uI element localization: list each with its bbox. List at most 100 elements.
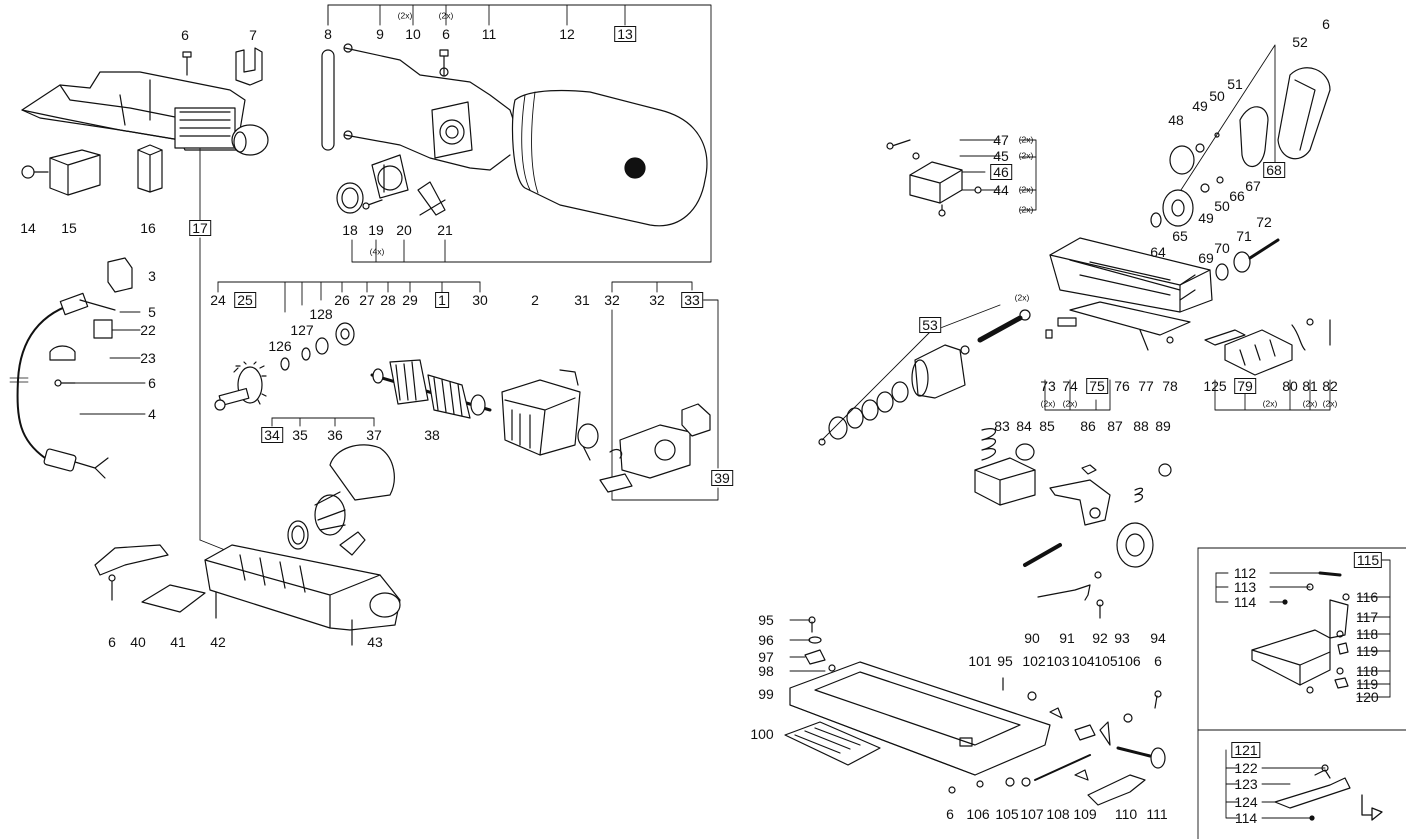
qty-screw: (2x): [1018, 204, 1034, 215]
screw-19: [362, 199, 383, 210]
label-6e: 6: [1322, 16, 1330, 32]
plate-15: [49, 149, 101, 196]
rod-8: [321, 49, 335, 151]
label-103: 103: [1046, 653, 1070, 669]
label-96: 96: [758, 632, 774, 648]
label-10: 10: [405, 26, 421, 42]
clamp-23: [49, 345, 76, 361]
label-6d: 6: [108, 634, 116, 650]
label-50b: 50: [1214, 198, 1230, 214]
qty-73: (2x): [1040, 398, 1056, 409]
flange-20: [371, 154, 409, 199]
label-65: 65: [1172, 228, 1188, 244]
rod-108: [1034, 754, 1091, 781]
label-38: 38: [424, 427, 440, 443]
label-80: 80: [1282, 378, 1298, 394]
label-122: 122: [1234, 760, 1258, 776]
label-32b: 32: [649, 292, 665, 308]
pin-47: [886, 139, 911, 150]
label-26: 26: [334, 292, 350, 308]
screw-bottom-46: [938, 204, 946, 217]
skid-100: [784, 721, 881, 766]
label-16: 16: [140, 220, 156, 236]
bracket-110: [1087, 774, 1146, 806]
qty-82: (2x): [1322, 398, 1338, 409]
label-121: 121: [1231, 742, 1261, 758]
label-6b: 6: [442, 26, 450, 42]
label-123: 123: [1234, 776, 1258, 792]
label-82: 82: [1322, 378, 1338, 394]
screw-6-bottom: [108, 574, 116, 601]
label-46: 46: [990, 164, 1012, 180]
roller-axle: [977, 309, 1031, 343]
label-98: 98: [758, 663, 774, 679]
label-31: 31: [574, 292, 590, 308]
label-5: 5: [148, 304, 156, 320]
fence-115: [1251, 571, 1350, 694]
label-13: 13: [614, 26, 636, 42]
pulley-65: [1162, 189, 1194, 227]
label-42: 42: [210, 634, 226, 650]
gearbox-base: [1049, 237, 1213, 313]
parts-101-106: [1002, 677, 1133, 746]
spring-83: [981, 428, 997, 461]
label-40: 40: [130, 634, 146, 650]
screws-95-96-97-98: [804, 616, 836, 672]
label-71: 71: [1236, 228, 1252, 244]
knob-111: [1116, 746, 1166, 769]
label-90: 90: [1024, 630, 1040, 646]
label-39: 39: [711, 470, 733, 486]
label-108: 108: [1046, 806, 1070, 822]
label-77: 77: [1138, 378, 1154, 394]
brush-holder-39: [599, 403, 711, 493]
qty-axle: (2x): [1014, 292, 1030, 303]
bracket-85: [974, 457, 1036, 506]
label-8: 8: [324, 26, 332, 42]
plate-125: [1204, 329, 1246, 346]
label-22: 22: [140, 322, 156, 338]
label-70: 70: [1214, 240, 1230, 256]
label-112: 112: [1233, 565, 1257, 581]
label-118b: 118: [1355, 663, 1379, 679]
label-34: 34: [261, 427, 283, 443]
label-11: 11: [481, 26, 497, 42]
label-91: 91: [1059, 630, 1075, 646]
label-69: 69: [1198, 250, 1214, 266]
belt-67: [1239, 106, 1269, 167]
label-27: 27: [359, 292, 375, 308]
label-49b: 49: [1198, 210, 1214, 226]
dust-bag-12: [511, 89, 708, 227]
label-87: 87: [1107, 418, 1123, 434]
label-128: 128: [309, 306, 333, 322]
qty-10: (2x): [397, 10, 413, 21]
cover-40: [94, 544, 169, 576]
label-28: 28: [380, 292, 396, 308]
label-49a: 49: [1192, 98, 1208, 114]
gear-71-72: [1233, 238, 1280, 273]
washer-45: [912, 152, 920, 160]
label-20: 20: [396, 222, 412, 238]
roller-53: [911, 344, 966, 399]
gear-25: [214, 361, 267, 411]
label-79: 79: [1234, 378, 1256, 394]
screw-92: [1096, 599, 1104, 619]
label-68: 68: [1263, 162, 1285, 178]
label-9: 9: [376, 26, 384, 42]
screws-80-81-82: [1291, 318, 1331, 351]
pulley-48: [1169, 145, 1195, 175]
label-51: 51: [1227, 76, 1243, 92]
washer-93: [1094, 571, 1102, 579]
housing-17: [204, 544, 401, 631]
label-99: 99: [758, 686, 774, 702]
label-3: 3: [148, 268, 156, 284]
label-97: 97: [758, 649, 774, 665]
label-116: 116: [1355, 589, 1379, 605]
plate-76: [1069, 301, 1191, 336]
label-67: 67: [1245, 178, 1261, 194]
block-79: [1224, 329, 1293, 376]
qty-47: (2x): [1018, 134, 1034, 145]
washer-64: [1150, 212, 1162, 228]
pulley-70: [1215, 263, 1229, 281]
